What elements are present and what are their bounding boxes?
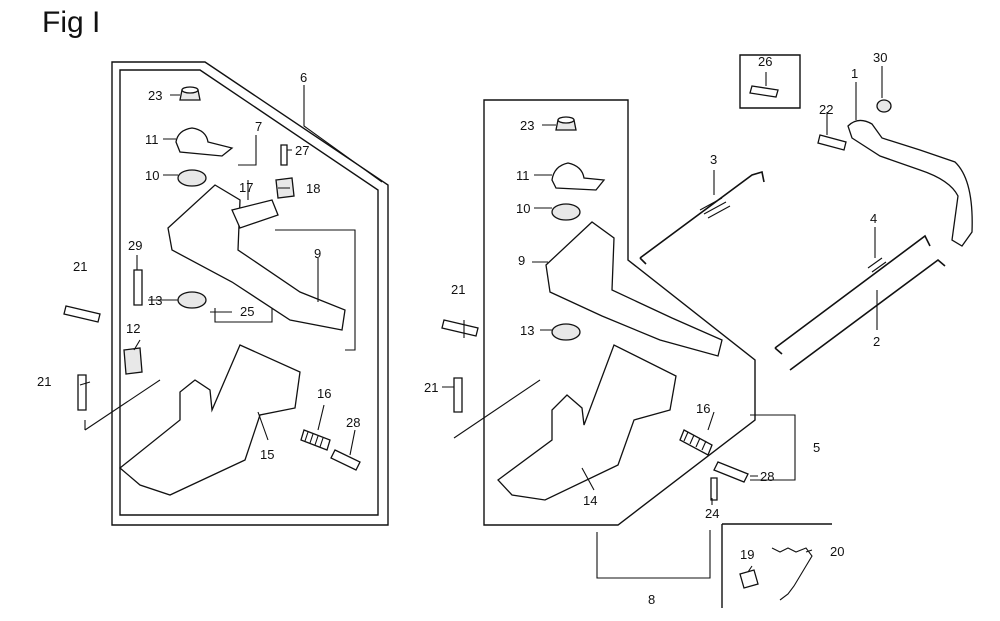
callout-20-right: 20 xyxy=(830,544,844,559)
callout-18-left: 18 xyxy=(306,181,320,196)
spring-16-left xyxy=(300,429,331,451)
lever-9-left xyxy=(167,184,346,331)
bolt-21b-left xyxy=(77,374,87,411)
callout-9-left: 9 xyxy=(314,246,321,261)
callout-21b-left: 21 xyxy=(37,374,51,389)
callout-29-left: 29 xyxy=(128,238,142,253)
callout-23-right: 23 xyxy=(520,118,534,133)
figure-title: Fig I xyxy=(42,6,101,39)
bracket-11-left xyxy=(175,127,234,157)
clip-19 xyxy=(739,569,759,589)
bolt-26 xyxy=(749,85,779,98)
screw-24-right xyxy=(710,477,718,501)
callout-27-left: 27 xyxy=(295,143,309,158)
bracket-15-left xyxy=(118,344,301,496)
rod-4 xyxy=(774,234,931,355)
nut-23-left xyxy=(179,86,201,101)
rod-3 xyxy=(639,170,765,265)
washer-13-left xyxy=(177,291,207,309)
chain-20 xyxy=(771,547,813,601)
washer-10-right xyxy=(551,203,581,221)
bolt-22 xyxy=(817,134,847,151)
right-leader-lines xyxy=(442,66,883,579)
bracket-14-right xyxy=(497,344,677,501)
right-assembly-frame xyxy=(483,99,756,526)
callout-21a-left: 21 xyxy=(73,259,87,274)
washer-13-right xyxy=(551,323,581,341)
callout-4-right: 4 xyxy=(870,211,877,226)
callout-3-right: 3 xyxy=(710,152,717,167)
callout-8-right: 8 xyxy=(648,592,655,607)
callout-13-right: 13 xyxy=(520,323,534,338)
callout-25-left: 25 xyxy=(240,304,254,319)
bolt-28-right xyxy=(713,461,749,483)
bracket-11-right xyxy=(551,162,606,191)
callout-28-left: 28 xyxy=(346,415,360,430)
spring-16-right xyxy=(679,429,713,456)
callout-21b-right: 21 xyxy=(424,380,438,395)
callout-22-right: 22 xyxy=(819,102,833,117)
callout-13-left: 13 xyxy=(148,293,162,308)
callout-24-right: 24 xyxy=(705,506,719,521)
left-inner-frame xyxy=(119,69,379,516)
callout-9-right: 9 xyxy=(518,253,525,268)
callout-21a-right: 21 xyxy=(451,282,465,297)
callout-10-left: 10 xyxy=(145,168,159,183)
clip-12-left xyxy=(123,347,143,375)
callout-11-left: 11 xyxy=(145,132,159,147)
callout-15-left: 15 xyxy=(260,447,274,462)
nut-23-right xyxy=(555,116,577,131)
callout-16-right: 16 xyxy=(696,401,710,416)
lever-1 xyxy=(847,119,973,247)
callout-17-left: 17 xyxy=(239,180,253,195)
callout-6-left: 6 xyxy=(300,70,307,85)
box-19-20 xyxy=(721,523,832,608)
bolt-28-left xyxy=(330,449,361,471)
callout-19-right: 19 xyxy=(740,547,754,562)
callout-1-right: 1 xyxy=(851,66,858,81)
washer-10-left xyxy=(177,169,207,187)
lever-9-right xyxy=(545,221,723,357)
nut-30 xyxy=(876,99,892,113)
callout-11-right: 11 xyxy=(516,168,530,183)
callout-28-right: 28 xyxy=(760,469,774,484)
plate-17-left xyxy=(231,199,279,229)
box-26 xyxy=(739,54,801,109)
left-assembly-frame xyxy=(111,61,389,526)
screw-27-left xyxy=(280,144,288,166)
callout-30-right: 30 xyxy=(873,50,887,65)
callout-10-right: 10 xyxy=(516,201,530,216)
bolt-21a-left xyxy=(63,305,101,323)
callout-5-right: 5 xyxy=(813,440,820,455)
callout-7-left: 7 xyxy=(255,119,262,134)
callout-2-right: 2 xyxy=(873,334,880,349)
callout-12-left: 12 xyxy=(126,321,140,336)
callout-23-left: 23 xyxy=(148,88,162,103)
left-leader-lines xyxy=(79,85,383,456)
rod-2 xyxy=(789,258,946,371)
bolt-21a-right xyxy=(441,319,479,337)
callout-16-left: 16 xyxy=(317,386,331,401)
bolt-21b-right xyxy=(453,377,463,413)
screw-29-left xyxy=(133,269,143,306)
callout-14-right: 14 xyxy=(583,493,597,508)
callout-26-right: 26 xyxy=(758,54,772,69)
